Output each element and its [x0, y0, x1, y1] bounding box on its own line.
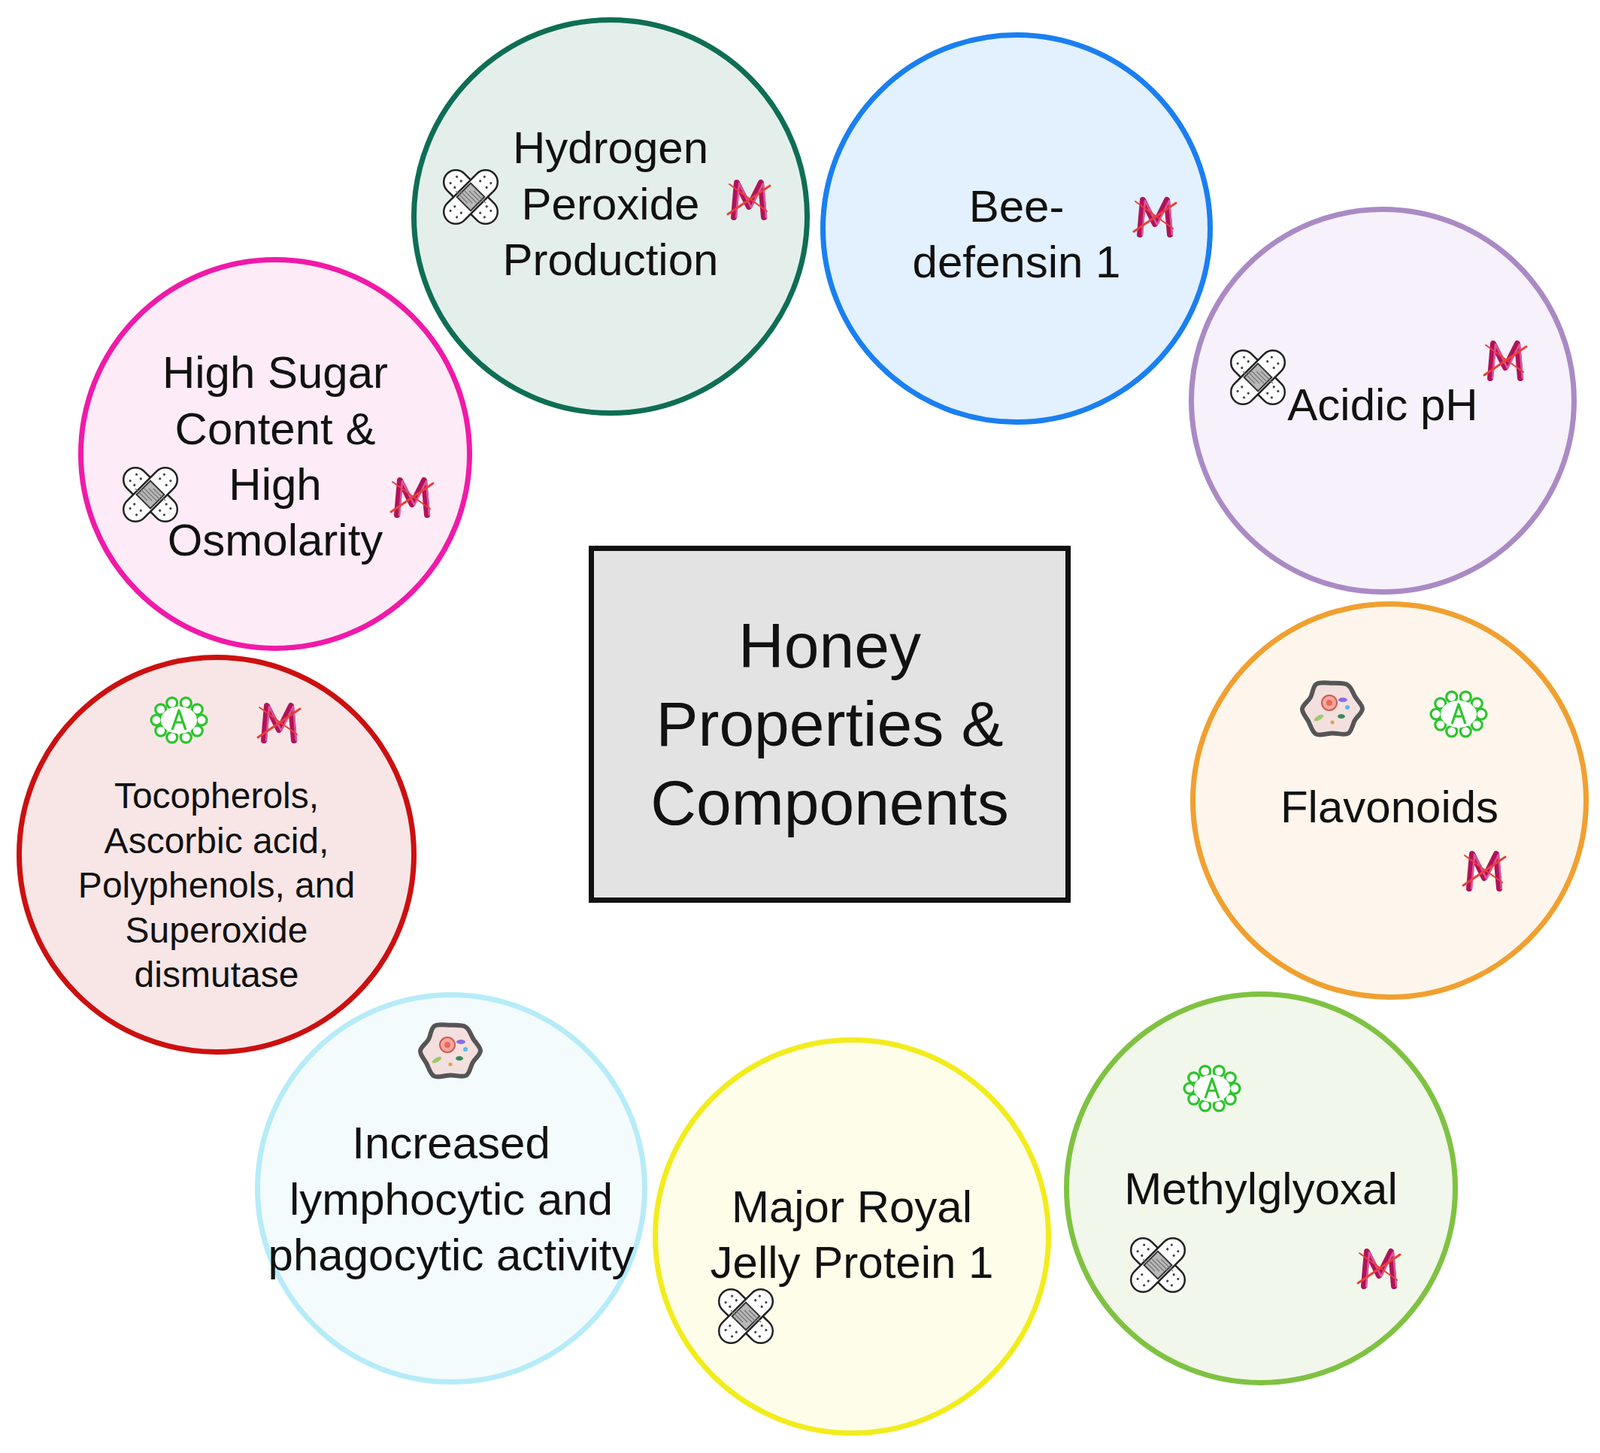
node-label: Increased lymphocytic and phagocytic act… [266, 1115, 636, 1284]
circle-shape [823, 35, 1211, 423]
property-circle: Acidic pH [1188, 206, 1577, 595]
node-label: Hydrogen Peroxide Production [482, 120, 739, 288]
no-microbe-icon [727, 182, 770, 219]
property-circle: Bee-defensin 1 [820, 32, 1213, 425]
circle-shape [1191, 209, 1575, 593]
property-circle: Flavonoids [1190, 601, 1589, 1000]
node-label: Bee-defensin 1 [903, 178, 1130, 291]
circle-shape [655, 1040, 1049, 1434]
node-label: Acidic pH [1262, 377, 1504, 434]
node-label: High Sugar Content & High Osmolarity [149, 345, 402, 570]
center-box: Honey Properties & Components [588, 545, 1071, 904]
property-circle: Tocopherols, Ascorbic acid, Polyphenols,… [16, 654, 417, 1055]
circle-outline [652, 1037, 1052, 1437]
circle-shape [414, 20, 808, 414]
node-label: Honey Properties & Components [604, 606, 1056, 842]
node-label: Methylglyoxal [1099, 1161, 1423, 1218]
circle-shape [1193, 604, 1587, 998]
bandage-icon [714, 1284, 779, 1349]
immune-cell-icon [420, 1024, 481, 1078]
node-label: Major Royal Jelly Protein 1 [693, 1179, 1010, 1292]
box-shape [591, 548, 1069, 901]
antioxidant-icon [1430, 691, 1487, 737]
bandage-icon [439, 165, 504, 230]
no-microbe-icon [1133, 200, 1176, 236]
bandage-icon [1226, 345, 1291, 410]
property-circle: High Sugar Content & High Osmolarity [78, 257, 473, 652]
antioxidant-icon [1184, 1066, 1240, 1112]
antioxidant-icon [151, 697, 207, 743]
property-circle: Increased lymphocytic and phagocytic act… [254, 992, 648, 1385]
circle-shape [1066, 994, 1456, 1384]
property-circle: Methylglyoxal [1063, 991, 1458, 1386]
node-label: Flavonoids [1261, 779, 1518, 836]
circle-shape [257, 995, 646, 1383]
no-microbe-icon [1484, 343, 1527, 379]
property-circle: Hydrogen Peroxide Production [411, 17, 810, 416]
no-microbe-icon [390, 480, 434, 516]
no-microbe-icon [1357, 1251, 1400, 1288]
immune-cell-icon [1302, 682, 1363, 736]
property-circle: Major Royal Jelly Protein 1 [652, 1037, 1052, 1437]
circle-outline [78, 257, 473, 652]
bandage-icon [1126, 1233, 1191, 1298]
no-microbe-icon [1463, 854, 1506, 890]
circle-shape [19, 657, 415, 1053]
node-label: Tocopherols, Ascorbic acid, Polyphenols,… [62, 773, 371, 998]
no-microbe-icon [257, 706, 300, 742]
circle-shape [81, 260, 470, 649]
